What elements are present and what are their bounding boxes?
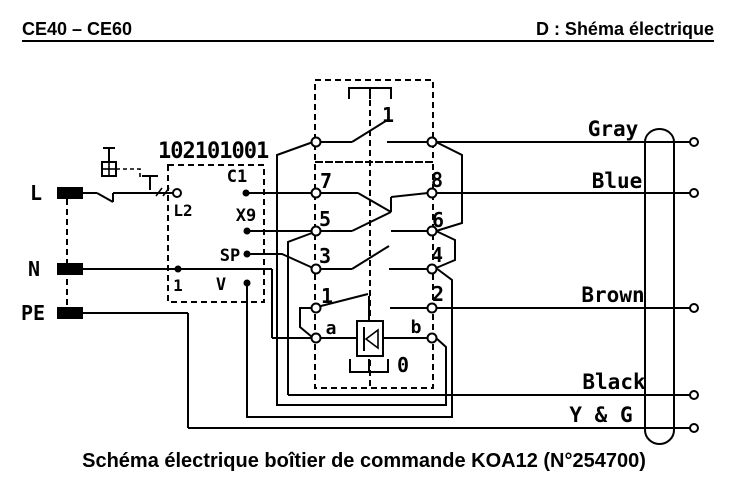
contact-points — [310, 136, 438, 344]
terminal-x9-point — [243, 227, 251, 235]
indicator-lamp-box — [356, 320, 384, 357]
wire-b-to-pole — [276, 141, 447, 406]
contact-labels: 1 0 7 8 5 6 3 4 1 2 a b — [319, 103, 444, 377]
output-wires — [188, 141, 690, 429]
blade-top — [351, 118, 390, 143]
terminal-c1-point — [242, 189, 250, 197]
bridge-1-a — [299, 307, 313, 338]
supply-terminals: L N PE — [21, 181, 83, 325]
contact-2-label: 2 — [432, 282, 444, 306]
terminal-v-point — [243, 279, 251, 287]
wire-end-pins — [689, 137, 699, 433]
blade-1 — [316, 293, 369, 308]
contact-1-label: 1 — [321, 284, 333, 308]
main-switch-breaker: L2 — [83, 147, 193, 220]
terminal-n-lug — [57, 263, 83, 275]
terminal-l-lug — [57, 187, 83, 199]
contact-7-label: 7 — [320, 169, 332, 193]
position-off-label: 0 — [397, 353, 409, 377]
wire-blue-label: Blue — [592, 169, 643, 193]
wire-labels: Gray Blue Brown Black Y & G — [569, 117, 646, 427]
terminal-pe-lug — [57, 307, 83, 319]
contact-hatch — [162, 187, 170, 197]
terminal-n1-point — [174, 265, 182, 273]
contact-6-label: 6 — [432, 208, 444, 232]
blade-7 — [357, 192, 392, 213]
terminal-n1-label: 1 — [173, 276, 183, 295]
contact-hatch — [155, 187, 163, 197]
wire-5-down — [287, 232, 313, 395]
terminal-l2-point — [172, 188, 182, 198]
wire-gray-label: Gray — [588, 117, 639, 141]
terminal-pe-label: PE — [21, 301, 45, 325]
control-box: 102101001 C1 X9 SP V 1 — [83, 139, 453, 428]
contact-8-label: 8 — [431, 168, 443, 192]
wire-brown-label: Brown — [581, 283, 644, 307]
terminal-l-label: L — [30, 181, 42, 205]
wire-v-to-contact4 — [246, 267, 453, 418]
terminal-l2-label: L2 — [173, 201, 192, 220]
terminal-c1-label: C1 — [227, 167, 247, 187]
switch-block — [272, 87, 463, 406]
bridge-top-6 — [435, 141, 463, 232]
cable-bundle — [644, 128, 675, 445]
wire-sp — [247, 253, 314, 269]
contact-4-label: 4 — [431, 243, 443, 267]
contact-3-label: 3 — [319, 244, 331, 268]
mechanical-link-dashed — [116, 168, 141, 177]
header-left-title: CE40 – CE60 — [22, 19, 132, 39]
contact-5-label: 5 — [319, 207, 331, 231]
page-header: CE40 – CE60 D : Shéma électrique — [22, 19, 714, 42]
blade-3 — [351, 245, 390, 270]
terminal-x9-label: X9 — [236, 206, 256, 226]
terminal-sp-point — [243, 250, 251, 258]
terminal-v-label: V — [216, 275, 226, 295]
breaker-blade — [96, 192, 114, 203]
indicator-lamp-symbol — [364, 328, 379, 350]
control-box-outline — [167, 164, 265, 303]
figure-caption: Schéma électrique boîtier de commande KO… — [82, 450, 646, 472]
blade-5 — [351, 211, 392, 232]
ref-number-label: 102101001 — [158, 139, 269, 164]
contact-a-label: a — [326, 318, 337, 339]
contact-b-label: b — [411, 317, 422, 338]
terminal-n-label: N — [28, 257, 40, 281]
wire-black-label: Black — [582, 370, 646, 394]
header-right-title: D : Shéma électrique — [536, 19, 714, 39]
wire-yellow-green-label: Y & G — [569, 403, 632, 427]
position-on-label: 1 — [382, 103, 394, 127]
terminal-sp-label: SP — [220, 246, 240, 266]
bridge-6-4 — [435, 230, 456, 269]
